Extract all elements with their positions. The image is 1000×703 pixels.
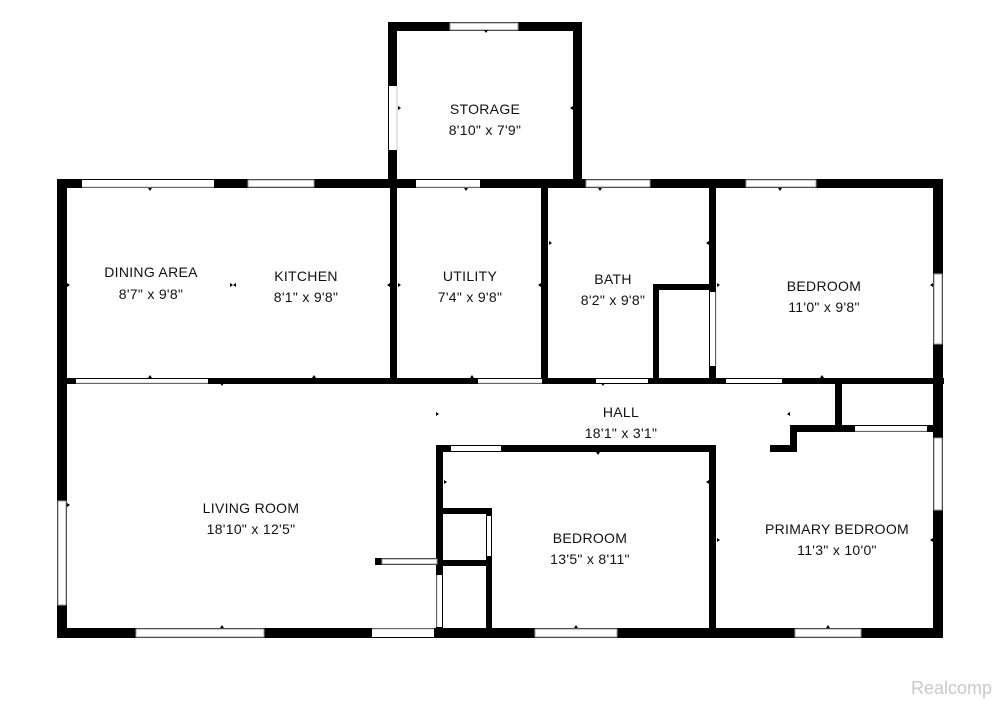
bedroom1-dims: 11'0" x 9'8" xyxy=(788,299,860,315)
hall-dims: 18'1" x 3'1" xyxy=(585,425,658,441)
living-dims: 18'10" x 12'5" xyxy=(207,521,296,537)
dining-dims: 8'7" x 9'8" xyxy=(119,286,184,302)
hall-name: HALL xyxy=(603,404,639,420)
utility-dims: 7'4" x 9'8" xyxy=(438,289,503,305)
primary-dims: 11'3" x 10'0" xyxy=(797,542,877,558)
bedroom2-name: BEDROOM xyxy=(553,530,627,546)
interior-walls xyxy=(64,184,944,635)
bedroom2-dims: 13'5" x 8'11" xyxy=(550,551,630,567)
bath-dims: 8'2" x 9'8" xyxy=(581,292,646,308)
storage-dims: 8'10" x 7'9" xyxy=(449,122,522,138)
openings xyxy=(76,86,927,637)
storage-name: STORAGE xyxy=(450,101,520,117)
opening-lines xyxy=(76,86,927,630)
bedroom1-name: BEDROOM xyxy=(787,278,861,294)
living-name: LIVING ROOM xyxy=(203,500,300,516)
watermark-logo: Realcomp xyxy=(910,678,992,698)
kitchen-name: KITCHEN xyxy=(274,268,338,284)
measurement-ticks xyxy=(67,30,933,628)
primary-name: PRIMARY BEDROOM xyxy=(765,521,909,537)
bath-name: BATH xyxy=(594,271,632,287)
windows xyxy=(57,22,943,638)
utility-name: UTILITY xyxy=(443,268,498,284)
room-labels: STORAGE 8'10" x 7'9" DINING AREA 8'7" x … xyxy=(104,101,909,567)
kitchen-dims: 8'1" x 9'8" xyxy=(274,289,339,305)
dining-name: DINING AREA xyxy=(104,264,198,280)
